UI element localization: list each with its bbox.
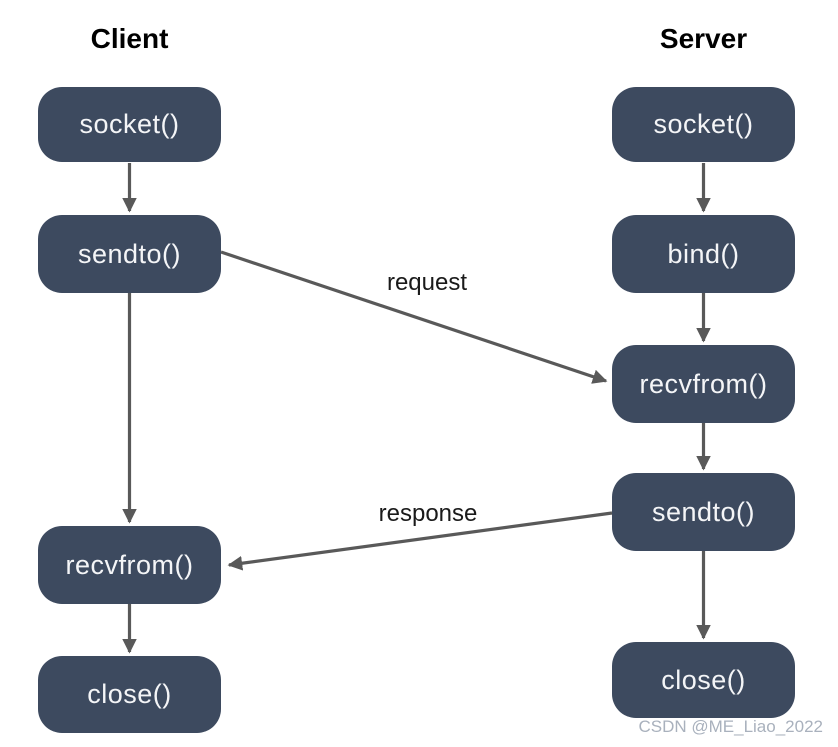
node-client-socket: socket() — [38, 87, 221, 162]
server-column-title: Server — [659, 23, 748, 54]
edge-label-request: request — [386, 269, 468, 296]
node-server-socket: socket() — [612, 87, 795, 162]
client-column-title: Client — [90, 23, 169, 54]
node-server-sendto: sendto() — [612, 473, 795, 551]
node-server-recvfrom: recvfrom() — [612, 345, 795, 423]
node-server-bind: bind() — [612, 215, 795, 293]
node-client-sendto: sendto() — [38, 215, 221, 293]
node-client-recvfrom: recvfrom() — [38, 526, 221, 604]
edge-label-response: response — [378, 500, 478, 527]
node-server-close: close() — [612, 642, 795, 718]
watermark: CSDN @ME_Liao_2022 — [638, 717, 823, 736]
node-client-close: close() — [38, 656, 221, 733]
